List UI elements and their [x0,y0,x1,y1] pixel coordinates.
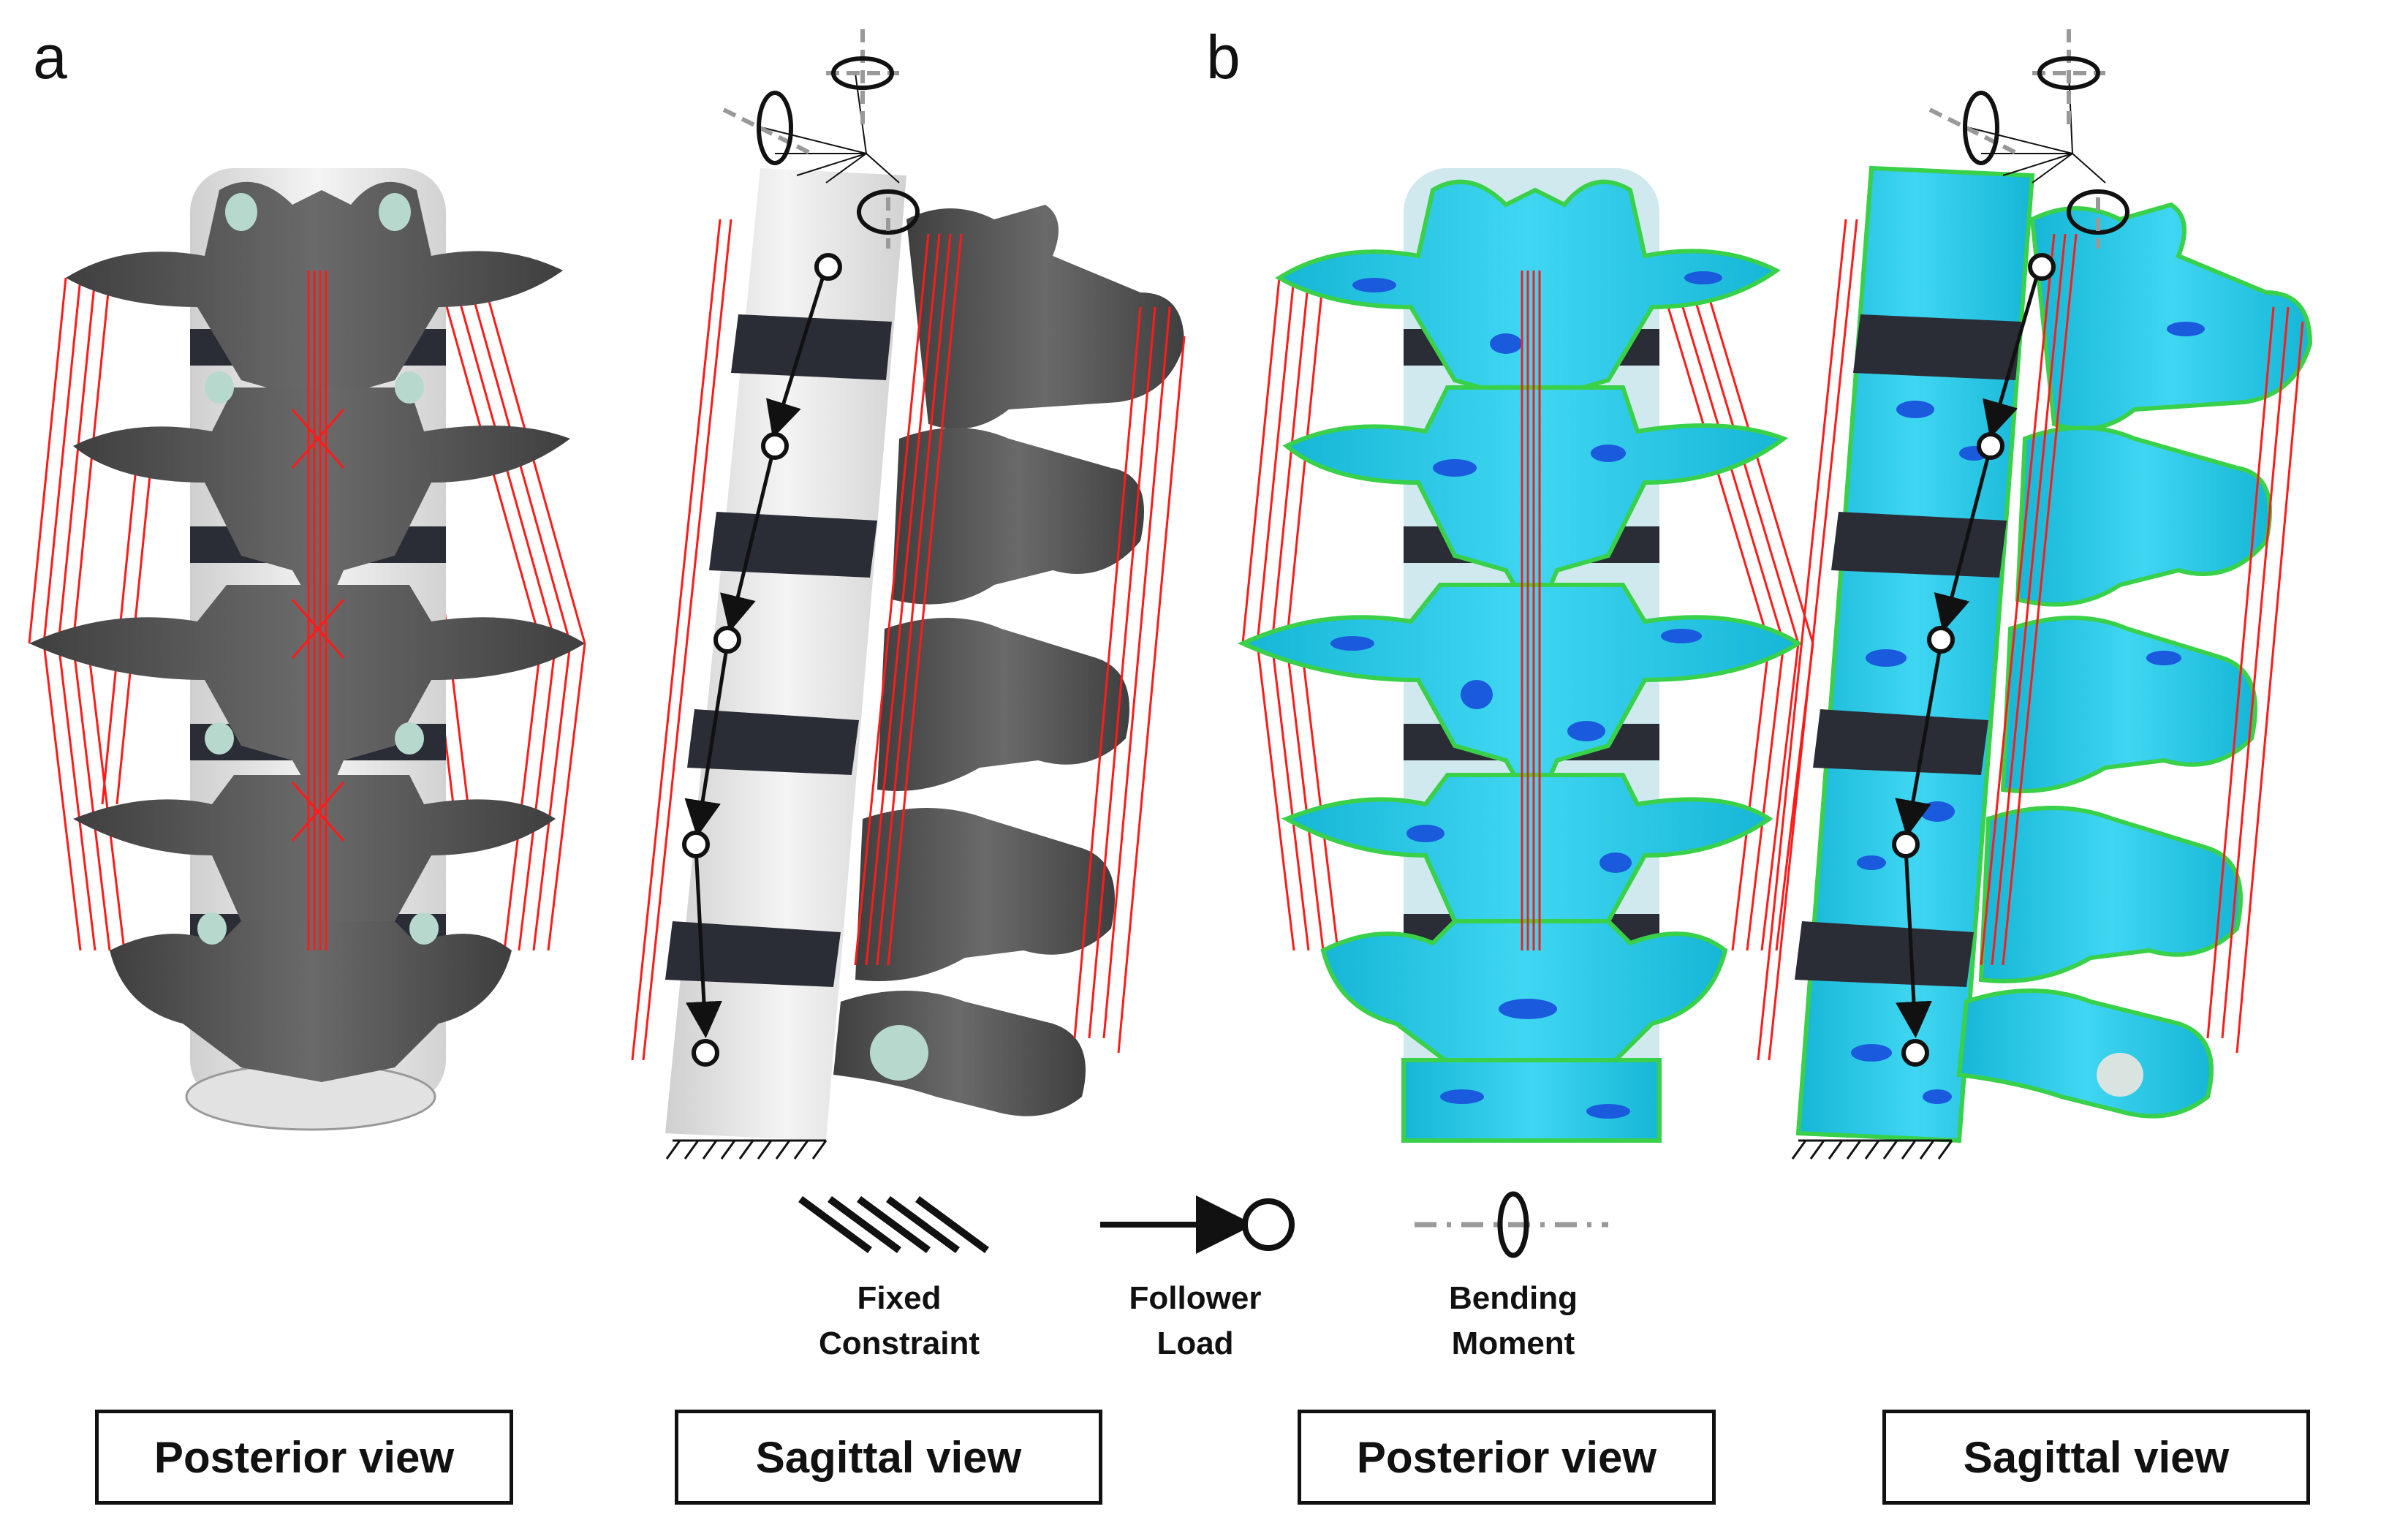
stress-patches [1851,322,2205,1104]
legend-fixed-line2: Constraint [819,1326,980,1361]
posterior-elements [29,181,585,1082]
legend-follower-load-label: Follower Load [1089,1276,1301,1366]
posterior-elements-stress [1237,179,1803,1143]
posterior-elements [833,205,1184,1116]
view-label-a-posterior: Posterior view [95,1410,513,1505]
follower-load-path [1895,266,2042,1038]
discs [665,314,892,987]
bending-moment-icon [1415,1191,1608,1258]
legend-bending-line1: Bending [1449,1280,1578,1316]
ligaments [1757,219,2304,1061]
view-label-b-posterior: Posterior view [1298,1410,1716,1505]
view-label-b-sagittal: Sagittal view [1882,1410,2310,1505]
legend-bending-moment-label: Bending Moment [1404,1276,1623,1366]
follower-load-nodes [1892,253,2056,1067]
ligaments-left [1241,277,1339,951]
facet-cartilage [197,193,439,945]
follower-load-path [684,266,828,1038]
legend-fixed-constraint-label: Fixed Constraint [786,1276,1012,1366]
panel-a-posterior-model [28,168,586,1131]
bending-moment-icons [1928,29,2129,249]
facet-cartilage [870,1025,928,1081]
legend-follower-line2: Load [1156,1326,1234,1361]
panel-b-posterior-model [1237,168,1814,1143]
interspinous-ligaments [1521,271,1541,950]
stress-patches [1330,271,1722,1119]
view-label-a-sagittal: Sagittal view [675,1410,1102,1505]
fixed-constraint-icon [798,1195,989,1254]
legend-bending-line2: Moment [1451,1326,1575,1361]
legend-follower-line1: Follower [1129,1280,1262,1316]
interspinous-ligaments [291,271,345,950]
vertebral-body-column [1795,165,2035,1143]
panel-a-sagittal-model [631,29,1186,1160]
fixed-constraint-marker [665,1139,828,1160]
panel-b-sagittal-model [1757,29,2313,1160]
ligaments [631,219,1186,1061]
facet-cartilage [2097,1053,2143,1097]
follower-load-nodes [682,253,842,1067]
ligaments-left [28,277,155,951]
vertebral-body-column [665,168,906,1141]
panel-label-b: b [1206,23,1241,91]
fixed-constraint-marker [1791,1139,1953,1160]
bending-moment-icons [722,29,920,249]
follower-load-icon [1100,1195,1295,1254]
panel-label-a: a [33,23,67,91]
legend-fixed-line1: Fixed [857,1280,942,1316]
posterior-elements-stress [1956,202,2313,1119]
